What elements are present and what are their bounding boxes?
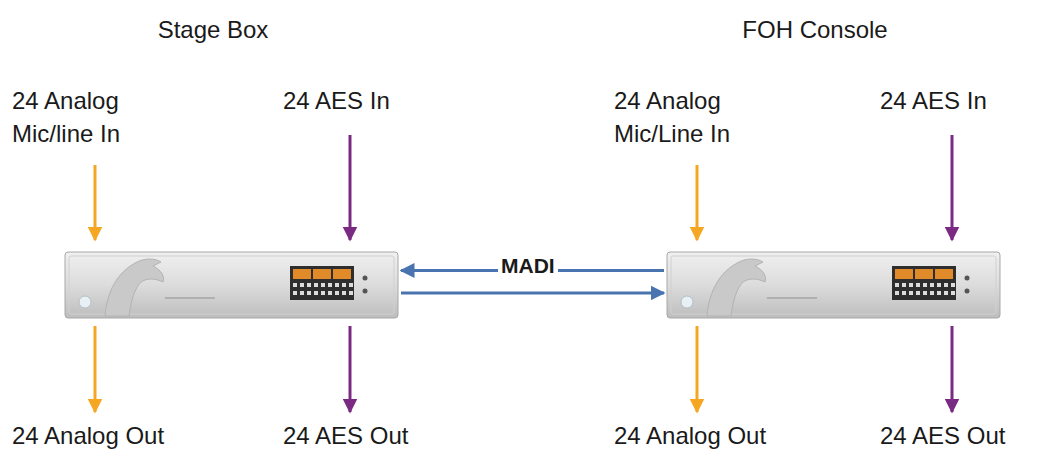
device-box: Stage Box: [65, 252, 398, 318]
link-label: MADI: [498, 249, 558, 282]
signal-arrow: [349, 326, 352, 412]
io-label: 24 Analog Out: [614, 419, 844, 452]
device-box: FOH Console: [667, 252, 1000, 318]
io-label: 24 AES In: [283, 84, 473, 117]
signal-arrow: [94, 326, 97, 412]
signal-arrow: [951, 135, 954, 240]
device-unit: [667, 252, 1000, 318]
madi-link: [401, 291, 664, 294]
unit-heading: Stage Box: [158, 16, 269, 44]
io-label: 24 AES Out: [283, 419, 483, 452]
io-label: 24 Analog Out: [12, 419, 242, 452]
io-label: 24 AES Out: [880, 419, 1055, 452]
io-label: 24 AES In: [880, 84, 1055, 117]
device-unit: [65, 252, 398, 318]
io-label: 24 Analog Mic/Line In: [614, 84, 804, 150]
signal-arrow: [696, 165, 699, 240]
io-label: 24 Analog Mic/line In: [12, 84, 202, 150]
unit-heading: FOH Console: [742, 16, 887, 44]
signal-arrow: [349, 135, 352, 240]
signal-arrow: [94, 165, 97, 240]
signal-arrow: [951, 326, 954, 412]
signal-arrow: [696, 326, 699, 412]
